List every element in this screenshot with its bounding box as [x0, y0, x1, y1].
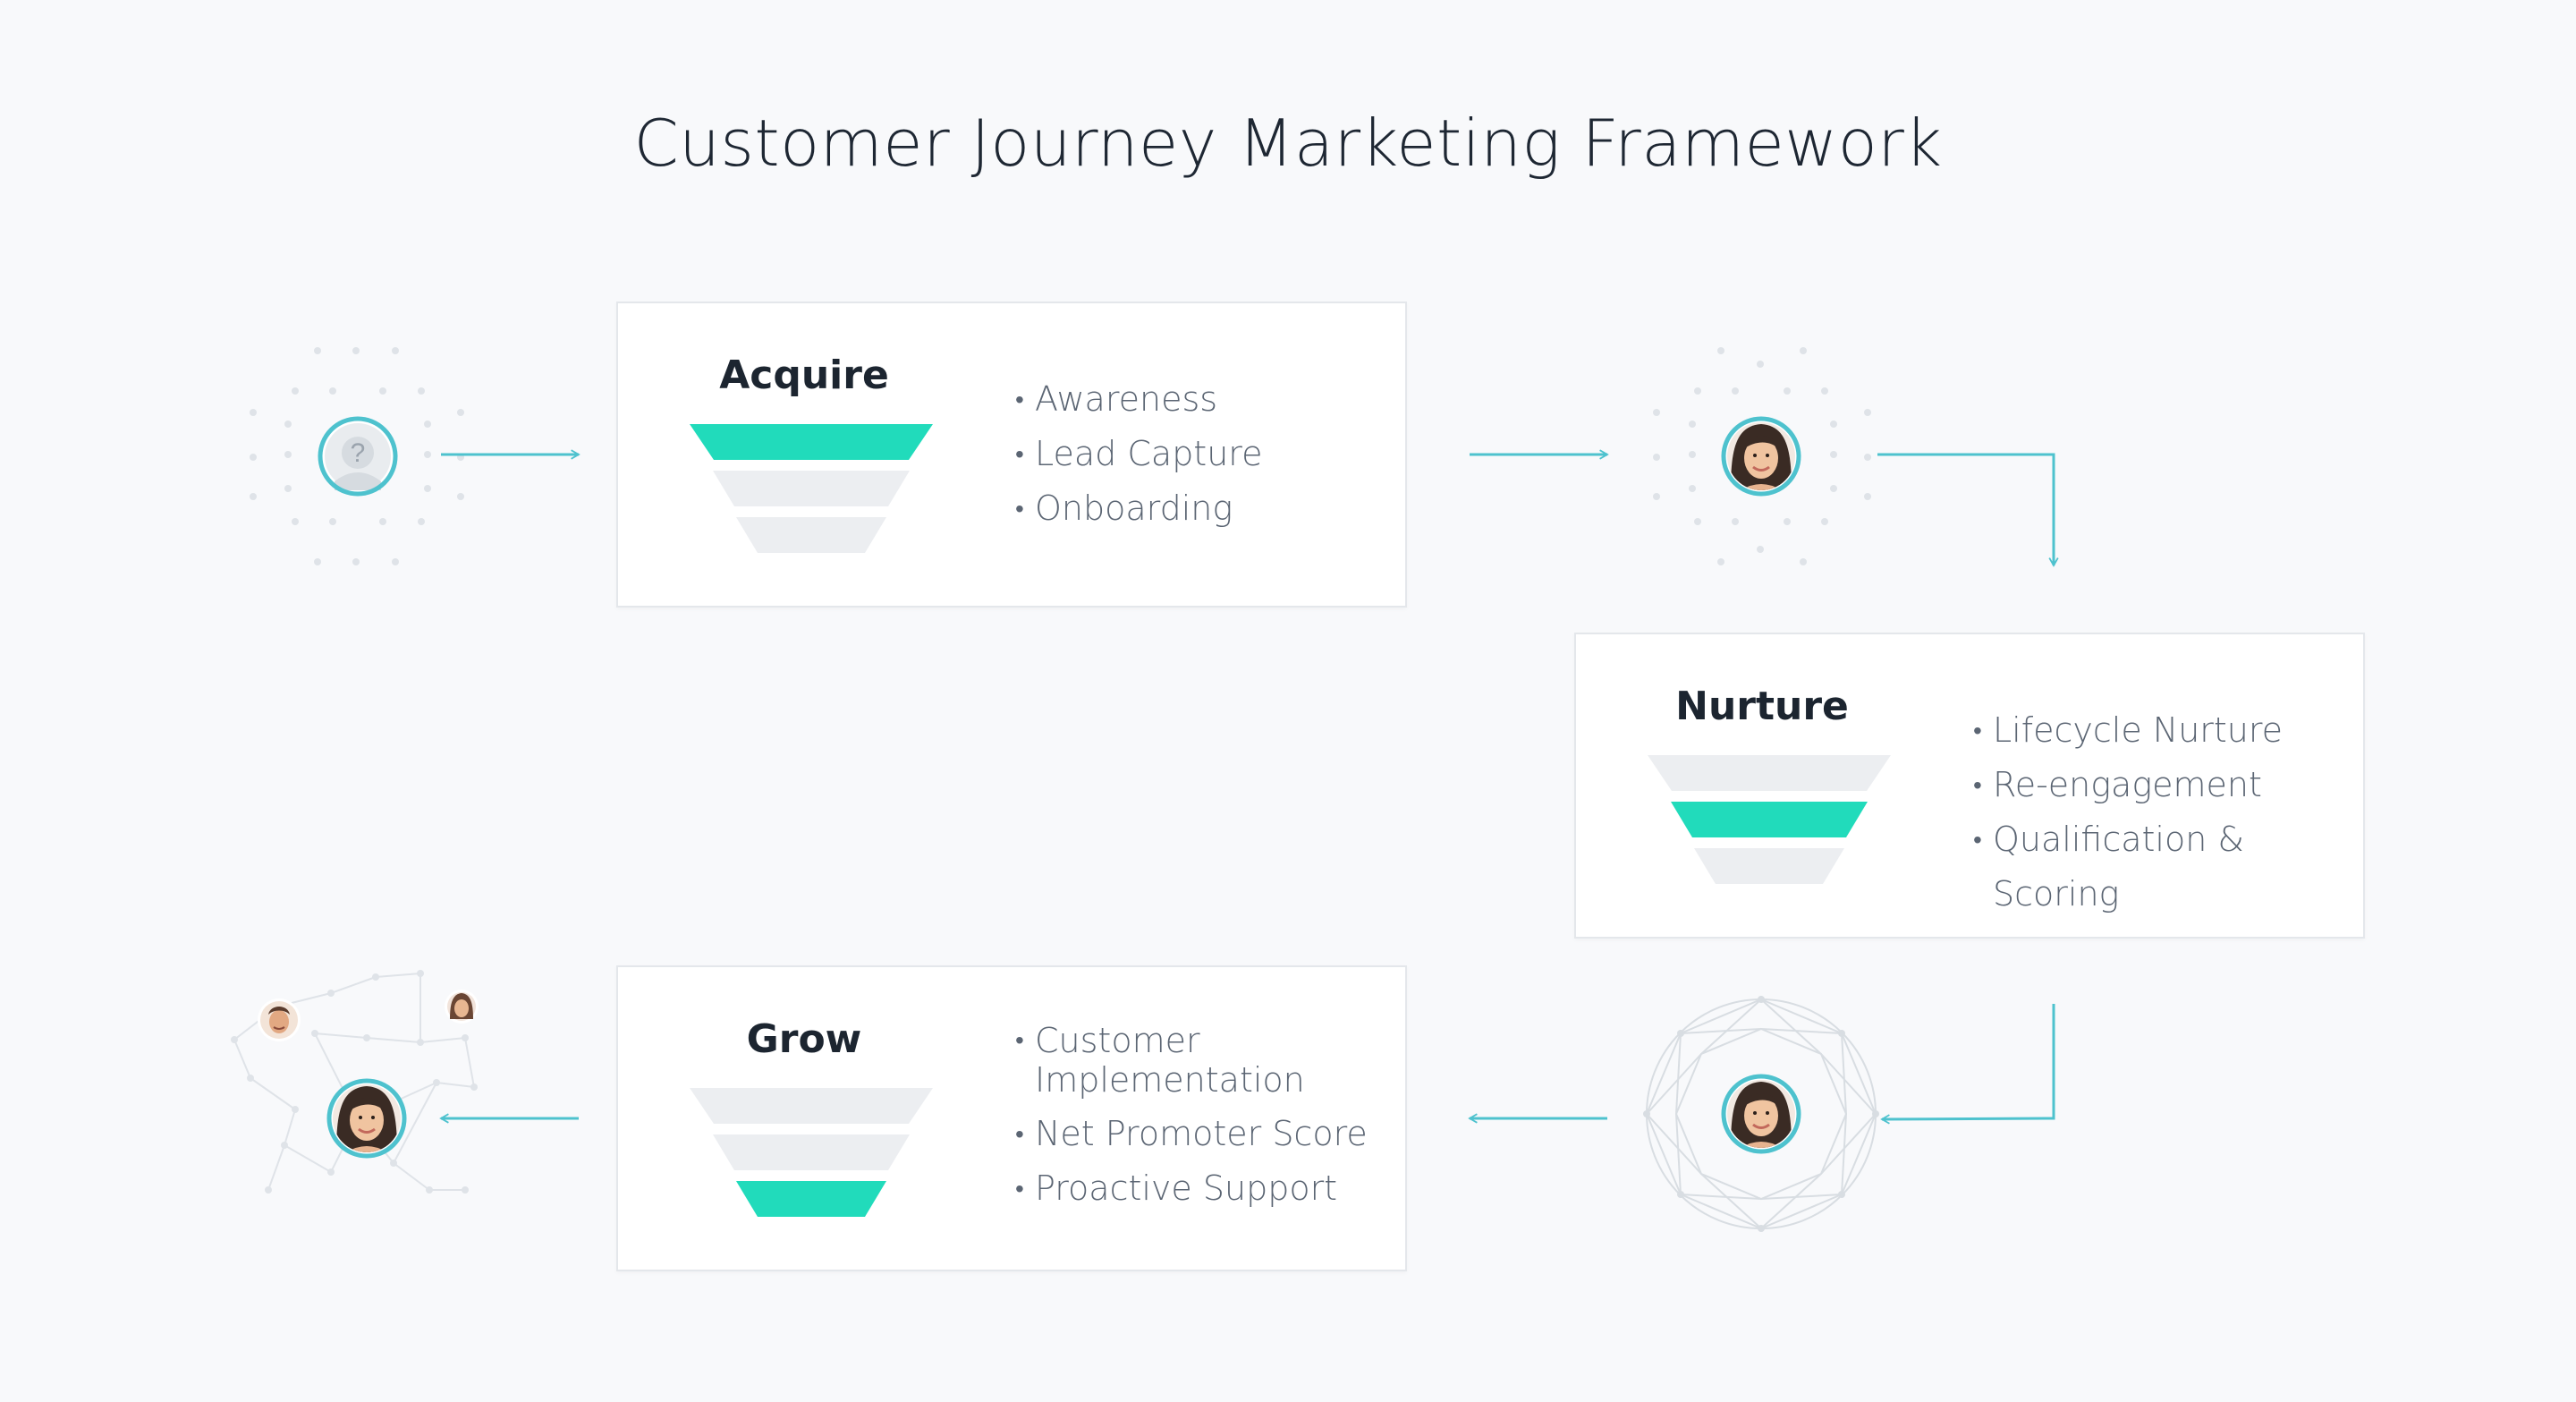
nurture-title: Nurture	[1675, 684, 1849, 729]
question-mark-avatar-icon: ?	[318, 416, 398, 497]
acquire-bullet-list: Awareness Lead Capture Onboarding	[1015, 372, 1262, 536]
nurture-card: Nurture Lifecycle Nurture Re-engagement …	[1574, 633, 2365, 939]
bullet-item: Net Promoter Score	[1015, 1107, 1368, 1161]
bullet-item: Lifecycle Nurture	[1973, 703, 2363, 758]
community-member-avatar-icon	[445, 990, 479, 1024]
acquire-card: Acquire Awareness Lead Capture Onboardin…	[616, 302, 1407, 608]
funnel-layer	[690, 1088, 933, 1124]
grow-card: Grow Customer Implementation Net Promote…	[616, 965, 1407, 1271]
bullet-item: Customer Implementation	[1015, 1014, 1339, 1107]
funnel-layer	[1648, 755, 1891, 791]
funnel-layer	[713, 1134, 910, 1170]
customer-avatar-icon	[1724, 419, 1799, 494]
bullet-item: Onboarding	[1015, 481, 1262, 536]
funnel-layer	[1694, 848, 1844, 884]
funnel-layer-active	[1671, 802, 1868, 837]
arrow-from-nurture	[1880, 1004, 2055, 1125]
bullet-item: Qualification & Scoring	[1973, 812, 2363, 922]
funnel-layer	[713, 471, 910, 506]
acquire-title: Acquire	[719, 353, 889, 398]
funnel-layer	[736, 517, 886, 553]
page-title: Customer Journey Marketing Framework	[633, 106, 1943, 181]
bullet-item: Lead Capture	[1015, 427, 1262, 481]
customer-avatar-icon	[1724, 1076, 1799, 1151]
bullet-item: Proactive Support	[1015, 1161, 1368, 1216]
bullet-item: Awareness	[1015, 372, 1262, 427]
nurture-funnel-icon	[1648, 755, 1891, 884]
grow-funnel-icon	[690, 1088, 933, 1217]
bullet-item: Re-engagement	[1973, 758, 2363, 812]
customer-avatar-icon	[329, 1081, 404, 1156]
grow-title: Grow	[746, 1016, 862, 1062]
acquire-funnel-icon	[690, 424, 933, 553]
grow-bullet-list: Customer Implementation Net Promoter Sco…	[1015, 1014, 1368, 1216]
dot-cluster-left	[250, 347, 464, 565]
funnel-layer-active	[690, 424, 933, 460]
arrow-to-nurture	[1877, 453, 2059, 567]
nurture-bullet-list: Lifecycle Nurture Re-engagement Qualific…	[1973, 703, 2363, 922]
dot-cluster-right	[1653, 347, 1871, 565]
funnel-layer-active	[736, 1181, 886, 1217]
community-member-avatar-icon	[258, 998, 301, 1041]
question-mark: ?	[351, 438, 366, 468]
community-network-icon	[233, 973, 475, 1191]
